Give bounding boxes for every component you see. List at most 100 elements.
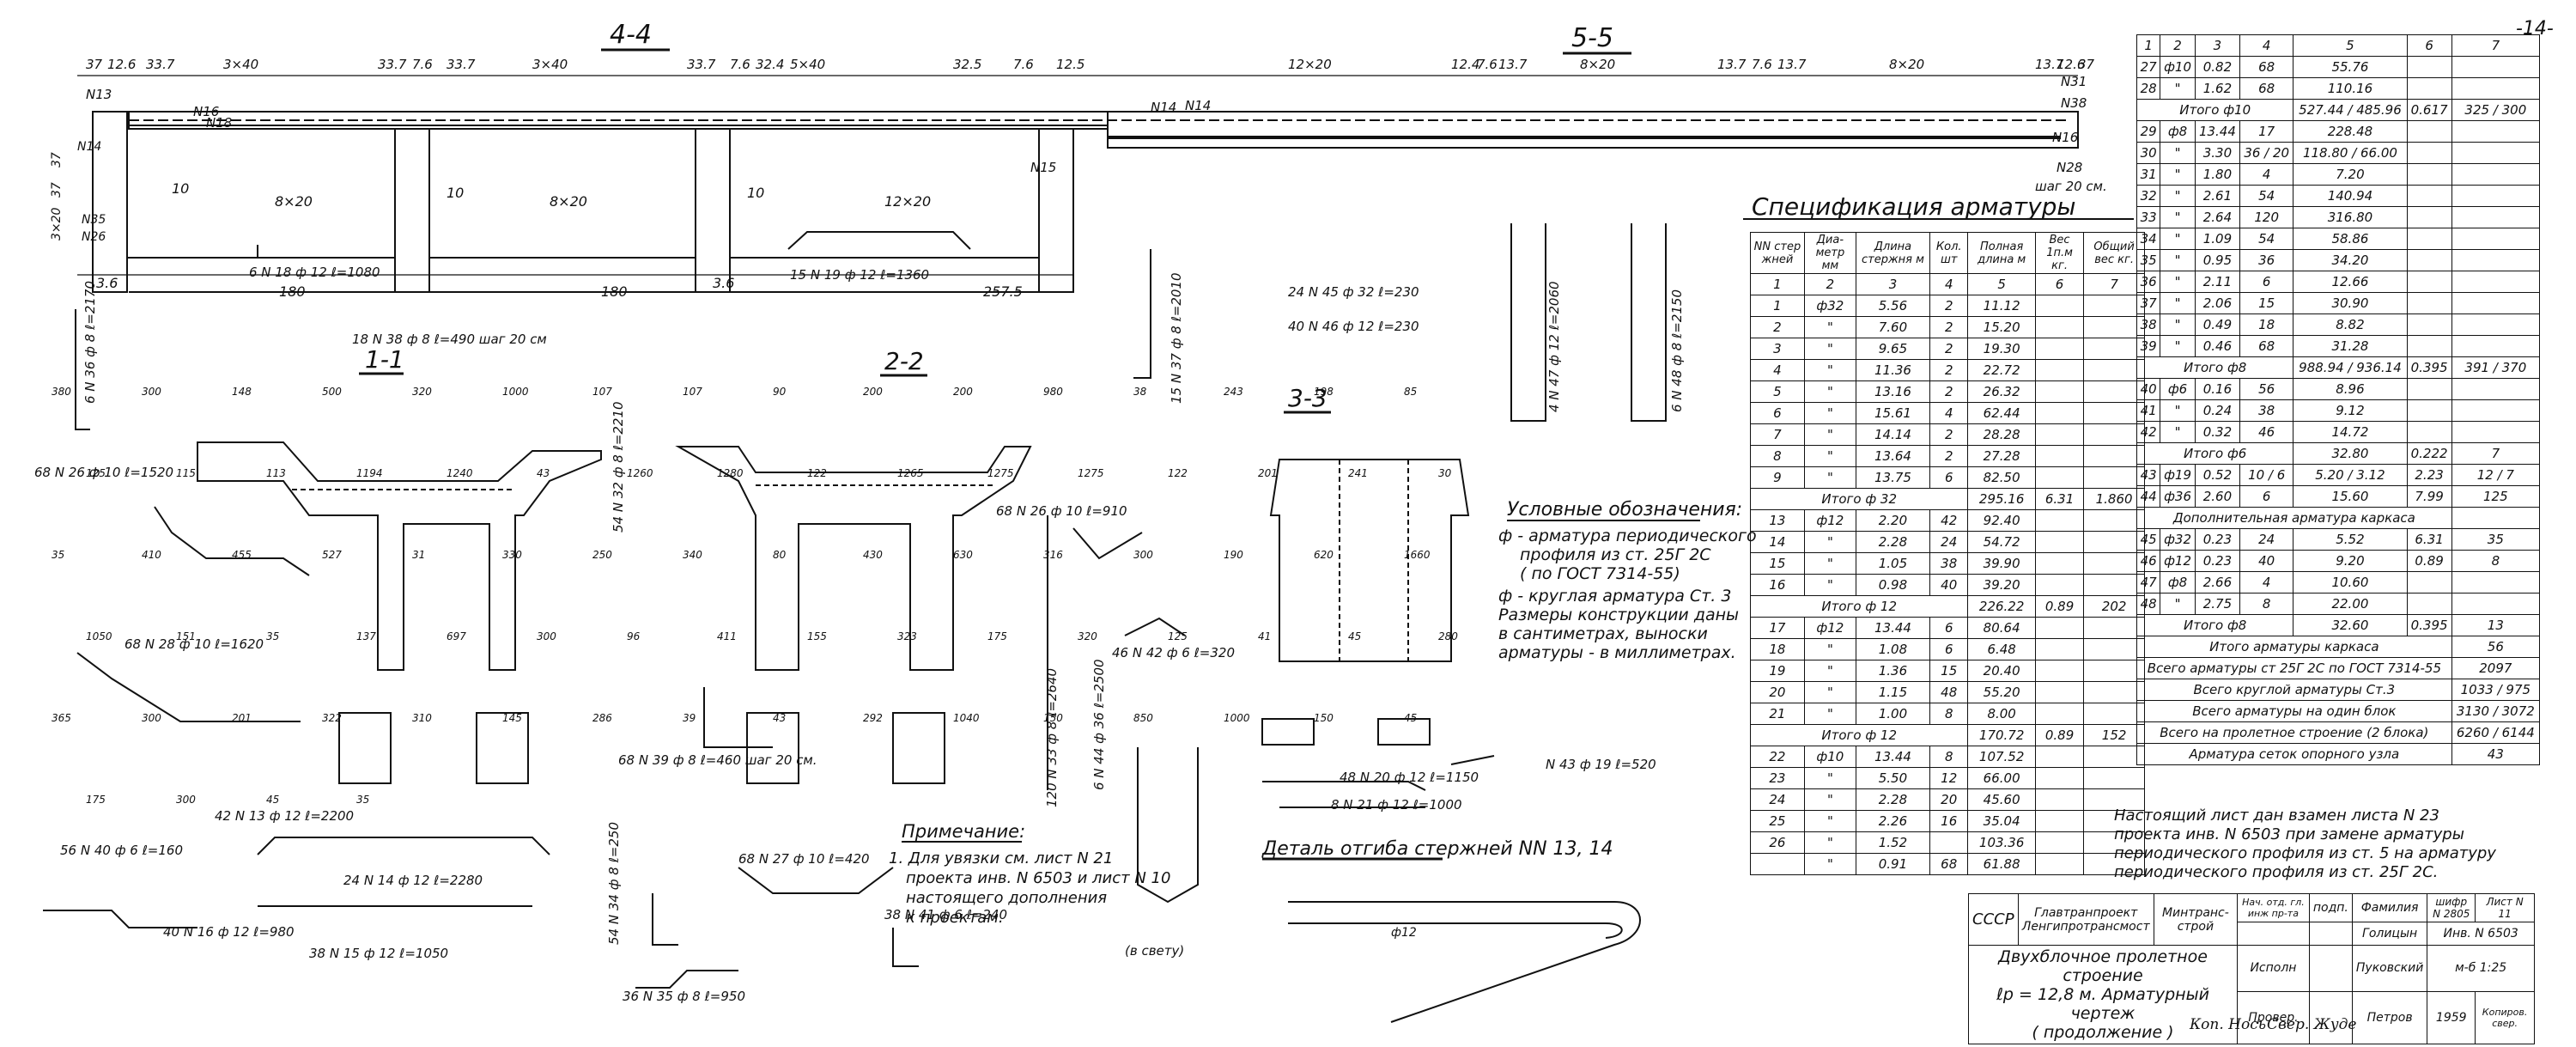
misc-dim: 125 (1168, 630, 1188, 642)
misc-dim: 300 (176, 794, 196, 806)
spec-cell (2034, 853, 2085, 875)
spec-cell: 39.20 (1967, 574, 2036, 596)
tb-role-head: Нач. отд. гл. инж пр-та (2237, 893, 2310, 922)
spec-right-cell: 4 (2239, 163, 2294, 186)
spec-cell: 13.44 (1855, 746, 1931, 768)
top-dim: 37 (86, 57, 103, 72)
spec-cell (2034, 767, 2085, 789)
bar-callout: 56 N 40 ф 6 ℓ=160 (60, 843, 183, 858)
spec-right-cell: 56 (2451, 636, 2541, 658)
misc-dim: 241 (1348, 467, 1368, 479)
top-dim: 7.6 (1013, 57, 1034, 72)
spec-cell: 2.26 (1855, 810, 1931, 832)
rib-left (92, 111, 128, 293)
spec-right-cell: 5.20 / 3.12 (2293, 464, 2408, 486)
spec-right-cell: 2.06 (2194, 292, 2241, 314)
spec-right-cell: 36 (2136, 271, 2161, 293)
tb-cipher: шифр N 2805 (2427, 893, 2476, 922)
spec-colnum-cell: 1 (1750, 273, 1805, 295)
replacement-line1: Настоящий лист дан взамен листа N 23 (2114, 807, 2439, 825)
spec-cell: 48 (1929, 681, 1969, 703)
spec-cell: " (1803, 660, 1856, 682)
note-line4: к проектам. (906, 909, 1004, 927)
section-4-4-dim: 10 (447, 185, 464, 201)
spec-cell (2083, 316, 2145, 338)
bar-callout: 38 N 15 ф 12 ℓ=1050 (309, 946, 448, 961)
spec-total-label: Итого ф 12 (1749, 724, 1969, 746)
spec-right-cell (2451, 271, 2541, 293)
spec-right-cell: 2.23 (2406, 464, 2452, 486)
spec-right-cell (2406, 421, 2452, 443)
spec-cell: 8 (1750, 445, 1805, 467)
mesh-grid-4 (892, 712, 945, 784)
bar-callout: 46 N 42 ф 6 ℓ=320 (1112, 645, 1235, 660)
spec-cell: " (1803, 402, 1856, 424)
spec-cell: " (1803, 853, 1856, 875)
misc-dim: 41 (1258, 630, 1271, 642)
section-1-1-outline (197, 441, 602, 671)
mesh-grid-6 (1377, 718, 1431, 746)
misc-dim: 35 (356, 794, 369, 806)
bar-callout: 36 N 35 ф 8 ℓ=950 (623, 989, 745, 1004)
spec-cell: 2.28 (1855, 788, 1931, 811)
spec-cell (2083, 402, 2145, 424)
spec-cell: 9.65 (1855, 338, 1931, 360)
spec-right-cell: " (2160, 271, 2196, 293)
misc-dim: 30 (1438, 467, 1452, 479)
spec-right-cell (2451, 142, 2541, 164)
spec-right-cell: ф10 (2160, 56, 2196, 78)
spec-right-cell (2406, 163, 2452, 186)
spec-right-cell: 391 / 370 (2451, 356, 2541, 379)
mesh-grid-1 (338, 712, 392, 784)
spec-cell (2034, 338, 2085, 360)
spec-right-cell: 8 (2239, 593, 2294, 615)
spec-right-cell (2451, 593, 2541, 615)
top-dim: 13.7 (2035, 57, 2064, 72)
spec-right-cell: 68 (2239, 56, 2294, 78)
spec-cell: ф10 (1803, 746, 1856, 768)
spec-right-cell (2406, 292, 2452, 314)
section-4-4-dim: 10 (747, 185, 764, 201)
misc-dim: 35 (266, 630, 279, 642)
top-bar-label: N18 (206, 115, 232, 131)
misc-dim: 1265 (897, 467, 924, 479)
bar-callout: 68 N 26 ф 10 ℓ=1520 (34, 465, 173, 480)
spec-cell (2034, 423, 2085, 446)
spec-cell: 0.89 (2034, 595, 2085, 618)
spec-cell: 0.98 (1855, 574, 1931, 596)
spec-right-cell (2406, 185, 2452, 207)
spec-cell (2083, 445, 2145, 467)
spec-header-cell: Вес 1п.м кг. (2034, 232, 2085, 274)
spec-right-cell: 0.52 (2194, 464, 2241, 486)
spec-cell: 62.44 (1967, 402, 2036, 424)
spec-cell: 14 (1750, 531, 1805, 553)
spec-right-cell (2406, 120, 2452, 143)
top-dim: 3×40 (223, 57, 258, 72)
spec-right-total-label: Итого ф6 (2136, 442, 2294, 465)
spec-cell (2034, 810, 2085, 832)
tb-name3: Петров (2351, 990, 2428, 1045)
spec-right-cell (2406, 206, 2452, 228)
spec-cell: 2 (1929, 445, 1969, 467)
spec-right-cell: 0.16 (2194, 378, 2241, 400)
misc-dim: 1280 (717, 467, 744, 479)
spec-right-row: Всего на пролетное строение (2 блока)626… (2136, 721, 2541, 744)
replacement-note: Настоящий лист дан взамен листа N 23 про… (2114, 807, 2496, 881)
misc-dim: 113 (266, 467, 286, 479)
bar-n26 (154, 506, 310, 576)
spec-right-cell: 228.48 (2293, 120, 2408, 143)
spec-cell: " (1803, 788, 1856, 811)
